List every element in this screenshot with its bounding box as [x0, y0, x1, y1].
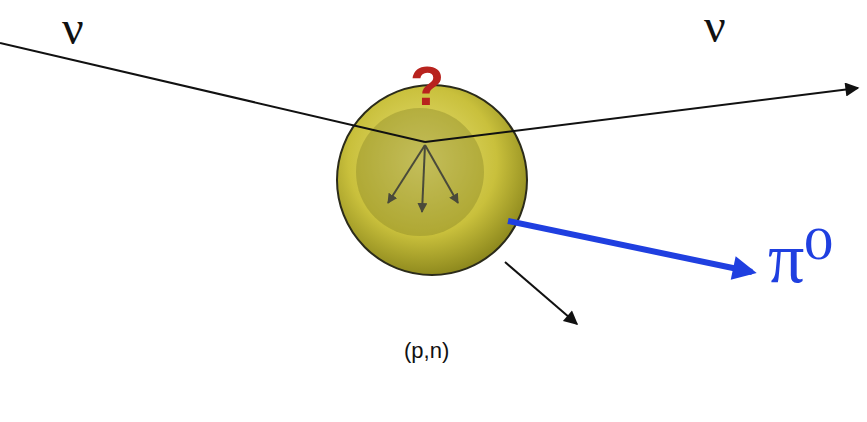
- nucleus-core: [356, 108, 484, 236]
- internal-arrow: [388, 145, 425, 203]
- outgoing-neutrino-line: [425, 88, 858, 142]
- incoming-neutrino-line: [0, 43, 425, 142]
- nucleon-arrow: [505, 262, 577, 324]
- nucleon-label: (p,n): [404, 340, 449, 362]
- neutrino-label: ν: [704, 2, 726, 50]
- pion-arrow: [508, 221, 752, 272]
- question-mark: ?: [410, 58, 444, 114]
- internal-arrow: [422, 145, 425, 212]
- internal-arrow: [425, 145, 458, 203]
- neutrino-label: ν: [62, 4, 84, 52]
- pion-label: π⁰: [768, 222, 833, 294]
